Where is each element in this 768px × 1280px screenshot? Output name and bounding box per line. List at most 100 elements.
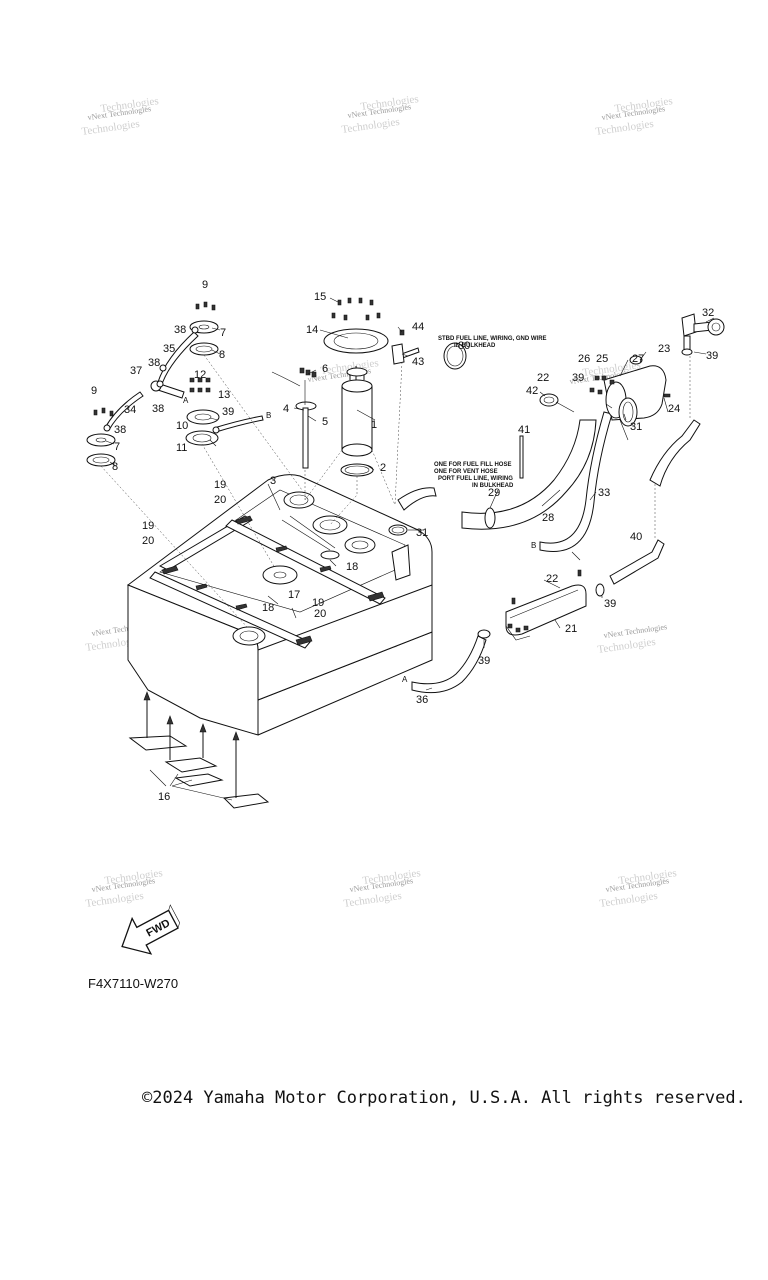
callout: 39 xyxy=(706,350,718,362)
svg-text:ONE FOR VENT HOSE: ONE FOR VENT HOSE xyxy=(434,469,498,475)
callout: 5 xyxy=(322,416,328,428)
floor-pads xyxy=(128,691,270,809)
callout: 9 xyxy=(202,279,208,291)
watermark: Technologies vNext Technologies Technolo… xyxy=(81,95,160,138)
callout: 6 xyxy=(322,363,328,375)
callout: 15 xyxy=(314,291,326,303)
watermark: Technologies vNext Technologies Technolo… xyxy=(85,867,164,910)
callout: 13 xyxy=(218,389,230,401)
fuel-pump-assembly xyxy=(304,297,396,526)
callout: 1 xyxy=(371,419,377,431)
callout: 20 xyxy=(314,608,326,620)
callout: 16 xyxy=(158,791,170,803)
filler-neck-assembly xyxy=(589,355,671,427)
water-separator xyxy=(477,569,605,641)
watermark: Technologies vNext Technologies Technolo… xyxy=(599,867,678,910)
callout: 7 xyxy=(220,327,226,339)
svg-text:PORT FUEL LINE, WIRING: PORT FUEL LINE, WIRING xyxy=(438,476,513,482)
callout: 2 xyxy=(380,462,386,474)
callout: 19 xyxy=(142,520,154,532)
watermark: Technologies vNext Technologies Technolo… xyxy=(341,93,420,136)
callout: 14 xyxy=(306,324,318,336)
watermark: Technologies vNext Technologies Technolo… xyxy=(595,95,674,138)
callout: 18 xyxy=(346,561,358,573)
callout: 39 xyxy=(478,655,490,667)
callout: 30 xyxy=(458,340,470,352)
callout: 39 xyxy=(604,598,616,610)
callout: 33 xyxy=(598,487,610,499)
callout: 18 xyxy=(262,602,274,614)
callout: B xyxy=(531,541,536,550)
callout: 43 xyxy=(412,356,424,368)
callout: 32 xyxy=(702,307,714,319)
callout: 8 xyxy=(219,349,225,361)
callout: 11 xyxy=(176,442,187,454)
callout: 39 xyxy=(572,372,584,384)
callout: 22 xyxy=(546,573,558,585)
callout: 17 xyxy=(288,589,300,601)
fwd-arrow: FWD xyxy=(121,904,180,955)
stbd-note: STBD FUEL LINE, WIRING, GND WIRE IN BULK… xyxy=(438,336,547,349)
fill-and-vent-hoses xyxy=(388,329,613,552)
callout: 38 xyxy=(174,324,186,336)
callout: 37 xyxy=(130,365,142,377)
svg-text:IN BULKHEAD: IN BULKHEAD xyxy=(454,343,496,349)
fuel-hose-36 xyxy=(411,635,487,694)
vent-fitting-top-right xyxy=(681,313,725,356)
callout: 7 xyxy=(114,441,120,453)
callout: 20 xyxy=(142,535,154,547)
callout: 41 xyxy=(518,424,530,436)
watermark: Technologies vNext Technologies xyxy=(307,357,379,384)
callout: A xyxy=(183,396,189,405)
callout: 26 xyxy=(578,353,590,365)
vent-fittings-left xyxy=(86,301,303,629)
callout: 34 xyxy=(124,404,136,416)
callout: 42 xyxy=(526,385,538,397)
vent-hose-right xyxy=(649,356,701,540)
level-sender xyxy=(271,367,317,500)
svg-text:vNext Technologies: vNext Technologies xyxy=(603,622,668,640)
copyright-notice: ©2024 Yamaha Motor Corporation, U.S.A. A… xyxy=(142,1088,746,1108)
callout: 20 xyxy=(214,494,226,506)
callout: 23 xyxy=(658,343,670,355)
callout: 22 xyxy=(537,372,549,384)
callout: 27 xyxy=(632,353,644,365)
callout: B xyxy=(266,411,271,420)
fuel-tank xyxy=(127,474,433,736)
callout: 19 xyxy=(214,479,226,491)
fwd-arrow-icon xyxy=(121,909,179,955)
callout: 9 xyxy=(91,385,97,397)
callout: 24 xyxy=(668,403,680,415)
callout: 3 xyxy=(270,475,276,487)
svg-text:IN BULKHEAD: IN BULKHEAD xyxy=(472,483,514,489)
callout: 10 xyxy=(176,420,188,432)
callout: 8 xyxy=(112,461,118,473)
callout: 12 xyxy=(194,369,206,381)
watermark: vNext Technologies Technologies xyxy=(597,622,668,656)
callout: 28 xyxy=(542,512,554,524)
leader-lines xyxy=(105,297,715,691)
port-note: ONE FOR FUEL FILL HOSE ONE FOR VENT HOSE… xyxy=(434,462,514,489)
callout: 31 xyxy=(630,421,642,433)
callout: 40 xyxy=(630,531,642,543)
callout: 44 xyxy=(412,321,424,333)
callout: 38 xyxy=(114,424,126,436)
svg-text:ONE FOR FUEL FILL HOSE: ONE FOR FUEL FILL HOSE xyxy=(434,462,511,468)
callouts: 1 2 3 4 5 6 7 7 8 8 9 9 10 11 12 13 14 1… xyxy=(91,279,718,803)
callout: 25 xyxy=(596,353,608,365)
callout: 38 xyxy=(152,403,164,415)
callout: 29 xyxy=(488,487,500,499)
callout: 36 xyxy=(416,694,428,706)
callout: 35 xyxy=(163,343,175,355)
callout: 38 xyxy=(148,357,160,369)
svg-text:STBD FUEL LINE, WIRING, GND WI: STBD FUEL LINE, WIRING, GND WIRE xyxy=(438,336,547,342)
vent-hose-40 xyxy=(609,539,665,585)
callout: 39 xyxy=(222,406,234,418)
callout: 31 xyxy=(416,527,428,539)
callout: A xyxy=(402,675,408,684)
callout: 21 xyxy=(565,623,577,635)
watermark: Technologies vNext Technologies Technolo… xyxy=(343,867,422,910)
drawing-code: F4X7110-W270 xyxy=(88,976,179,991)
callout: 19 xyxy=(312,597,324,609)
